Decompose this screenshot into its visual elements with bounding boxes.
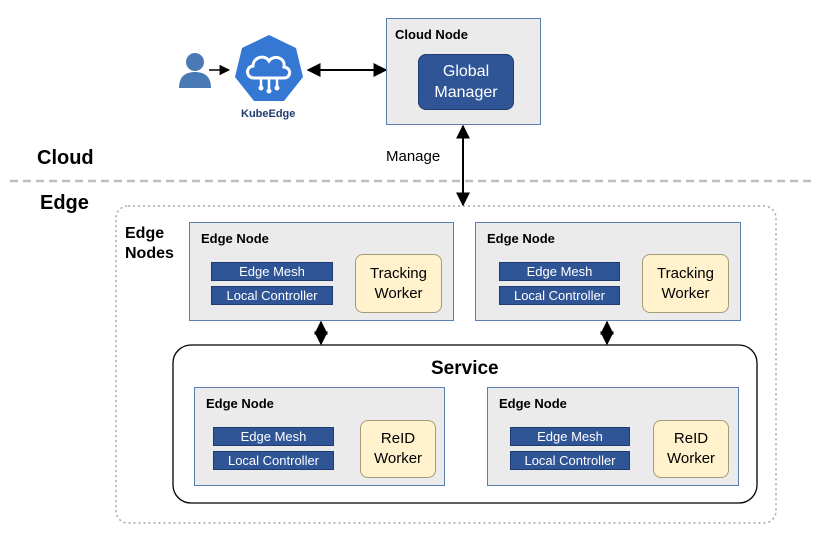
reid-worker: ReID Worker [653, 420, 729, 478]
local-controller-pill: Local Controller [510, 451, 630, 470]
reid-worker: ReID Worker [360, 420, 436, 478]
worker-line2: Worker [661, 284, 710, 302]
local-controller-pill: Local Controller [211, 286, 333, 305]
manage-label: Manage [386, 148, 441, 165]
local-controller-pill: Local Controller [499, 286, 620, 305]
global-manager-line2: Manager [434, 84, 498, 101]
worker-line1: Tracking [370, 264, 427, 282]
edge-node-title: Edge Node [499, 396, 567, 411]
cloud-node-title: Cloud Node [395, 27, 468, 42]
user-icon [179, 53, 211, 88]
kubeedge-logo-icon [235, 35, 303, 101]
worker-line2: Worker [374, 284, 423, 302]
worker-line1: Tracking [657, 264, 714, 282]
edge-mesh-pill: Edge Mesh [510, 427, 630, 446]
global-manager: Global Manager [418, 54, 514, 110]
cloud-zone-label: Cloud [37, 147, 94, 169]
tracking-worker: Tracking Worker [355, 254, 442, 313]
edge-node-reid-1: Edge Node Edge Mesh Local Controller ReI… [194, 387, 445, 486]
local-controller-pill: Local Controller [213, 451, 334, 470]
edge-node-title: Edge Node [206, 396, 274, 411]
edge-node-reid-2: Edge Node Edge Mesh Local Controller ReI… [487, 387, 739, 486]
edge-node-tracking-1: Edge Node Edge Mesh Local Controller Tra… [189, 222, 454, 321]
worker-line1: ReID [380, 430, 416, 447]
tracking-worker: Tracking Worker [642, 254, 729, 313]
global-manager-line1: Global [442, 63, 490, 80]
edge-mesh-pill: Edge Mesh [213, 427, 334, 446]
kubeedge-label: KubeEdge [241, 108, 296, 120]
edge-mesh-pill: Edge Mesh [499, 262, 620, 281]
edge-nodes-container [115, 205, 777, 524]
edge-zone-label: Edge [40, 192, 89, 214]
edge-node-title: Edge Node [201, 231, 269, 246]
edge-nodes-label-line2: Nodes [125, 245, 174, 262]
edge-node-tracking-2: Edge Node Edge Mesh Local Controller Tra… [475, 222, 741, 321]
worker-line2: Worker [373, 450, 423, 467]
edge-mesh-pill: Edge Mesh [211, 262, 333, 281]
cloud-node: Cloud Node Global Manager [386, 18, 541, 125]
worker-line1: ReID [673, 430, 709, 447]
worker-line2: Worker [666, 450, 716, 467]
edge-node-title: Edge Node [487, 231, 555, 246]
edge-nodes-label: Edge Nodes [125, 224, 174, 264]
edge-nodes-label-line1: Edge [125, 225, 165, 242]
service-label: Service [431, 358, 499, 379]
